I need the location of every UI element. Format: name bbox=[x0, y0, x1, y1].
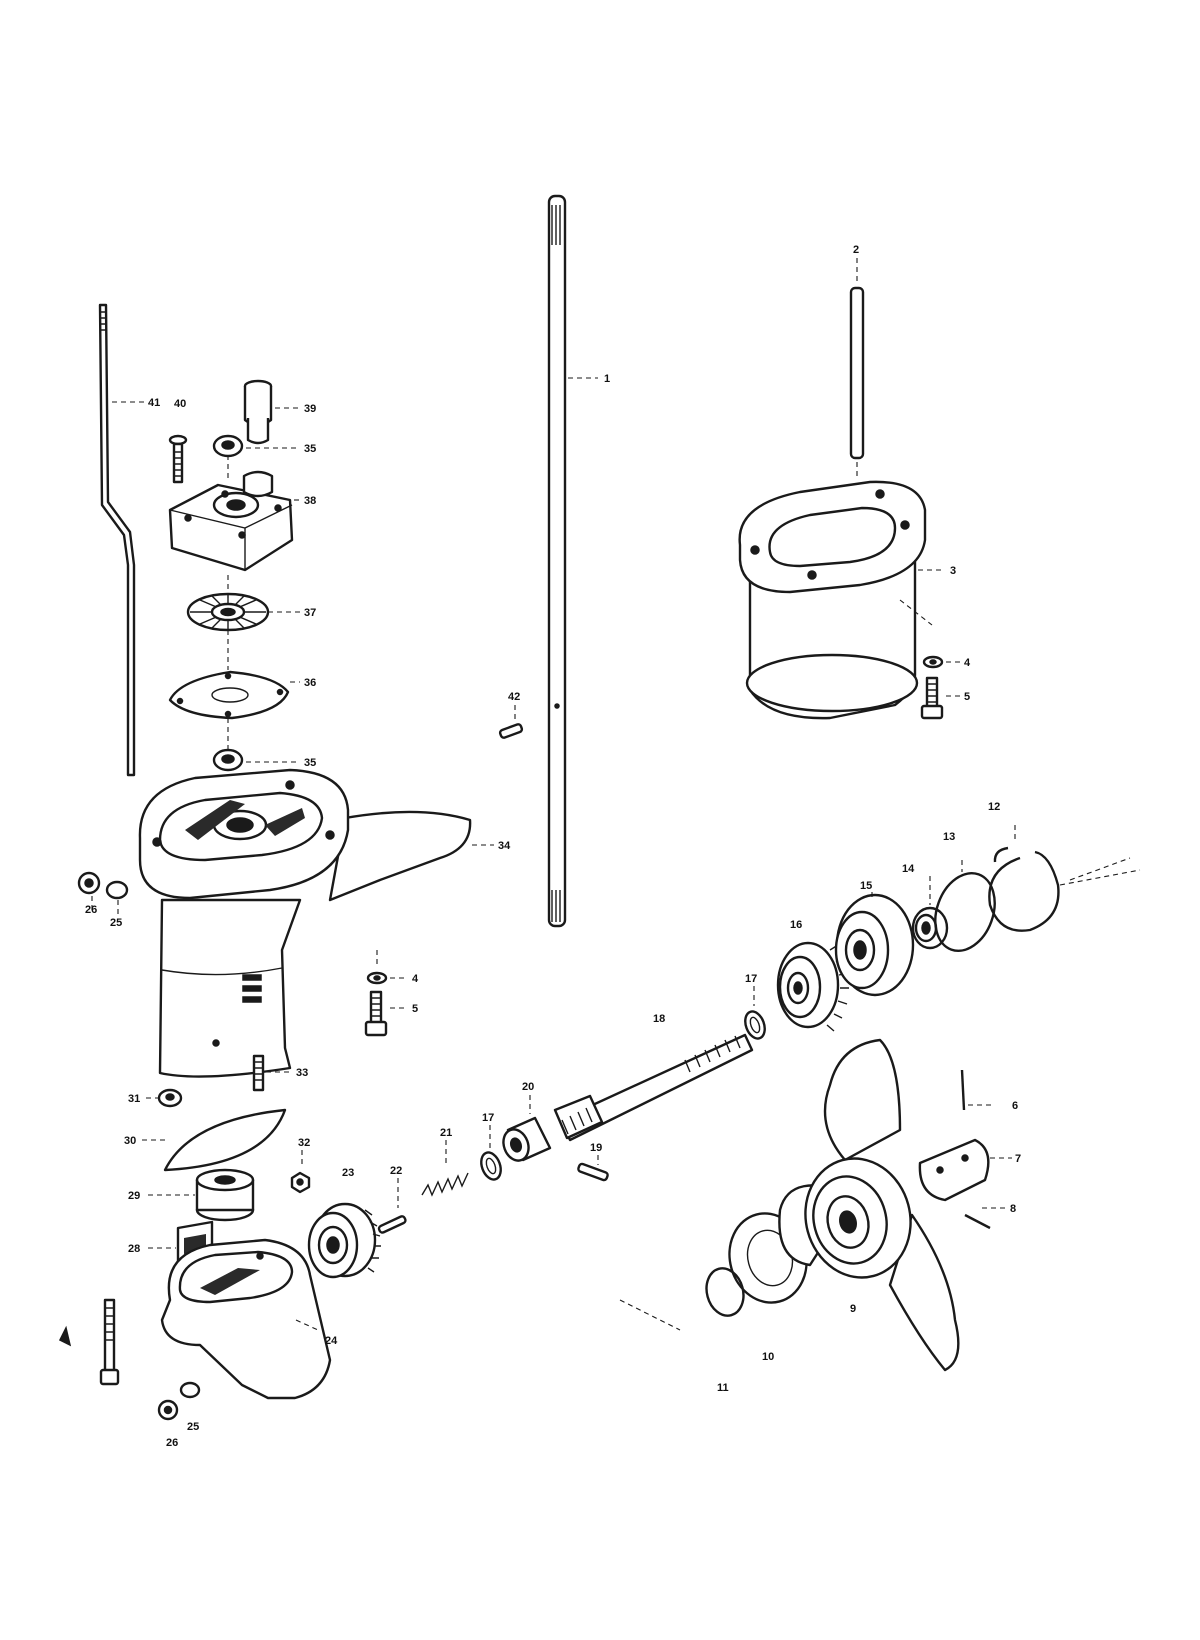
callout-labels: 1 2 3 4 5 4 5 6 7 8 9 10 11 12 13 14 15 … bbox=[85, 244, 1021, 1449]
label-30: 30 bbox=[124, 1135, 136, 1147]
seal-upper bbox=[212, 434, 300, 458]
seal-31 bbox=[146, 1088, 183, 1108]
nut-32 bbox=[290, 1150, 311, 1194]
label-21: 21 bbox=[440, 1127, 452, 1139]
label-17-upper: 17 bbox=[745, 973, 757, 985]
label-14: 14 bbox=[902, 863, 915, 875]
alignment-lines bbox=[227, 455, 1131, 1331]
label-25-lower: 25 bbox=[187, 1421, 199, 1433]
cotter-pin bbox=[960, 1069, 995, 1111]
impeller bbox=[186, 592, 300, 632]
drain-plug-lower bbox=[157, 1381, 201, 1421]
seal-lower bbox=[212, 748, 300, 772]
cover-tube bbox=[243, 379, 300, 445]
label-40: 40 bbox=[174, 398, 186, 410]
cone-nut bbox=[918, 1138, 1012, 1202]
label-13: 13 bbox=[943, 831, 955, 843]
label-17-lower: 17 bbox=[482, 1112, 494, 1124]
label-25-upper: 25 bbox=[110, 917, 122, 929]
stud-33 bbox=[252, 1054, 292, 1092]
label-8: 8 bbox=[1010, 1203, 1016, 1215]
label-41: 41 bbox=[148, 397, 160, 409]
label-18: 18 bbox=[653, 1013, 665, 1025]
bearing-housing bbox=[148, 1168, 255, 1222]
label-15: 15 bbox=[860, 880, 872, 892]
label-26-upper: 26 bbox=[85, 904, 97, 916]
label-35-upper: 35 bbox=[304, 443, 316, 455]
propeller bbox=[778, 1038, 960, 1372]
label-7: 7 bbox=[1015, 1153, 1021, 1165]
bearing-14 bbox=[911, 876, 949, 950]
gearcase-lower-housing bbox=[160, 1238, 332, 1400]
upper-rod bbox=[849, 258, 865, 480]
label-4-left: 4 bbox=[412, 973, 419, 985]
label-34: 34 bbox=[498, 840, 511, 852]
label-2: 2 bbox=[853, 244, 859, 256]
label-3: 3 bbox=[950, 565, 956, 577]
label-42: 42 bbox=[508, 691, 520, 703]
washer-17-lower bbox=[480, 1125, 502, 1181]
forward-gear bbox=[776, 941, 849, 1032]
label-38: 38 bbox=[304, 495, 316, 507]
washer-17-upper bbox=[744, 986, 766, 1040]
gearcase-upper-housing bbox=[138, 768, 494, 1078]
label-12: 12 bbox=[988, 801, 1000, 813]
label-29: 29 bbox=[128, 1190, 140, 1202]
washer-bolt-right bbox=[920, 655, 960, 720]
label-23: 23 bbox=[342, 1167, 354, 1179]
label-24: 24 bbox=[325, 1335, 338, 1347]
label-5-right: 5 bbox=[964, 691, 970, 703]
label-9: 9 bbox=[850, 1303, 856, 1315]
label-19: 19 bbox=[590, 1142, 602, 1154]
drive-shaft bbox=[547, 194, 598, 928]
label-11: 11 bbox=[717, 1382, 729, 1394]
label-1: 1 bbox=[604, 373, 610, 385]
label-16: 16 bbox=[790, 919, 802, 931]
label-26-lower: 26 bbox=[166, 1437, 178, 1449]
label-33: 33 bbox=[296, 1067, 308, 1079]
pin-19 bbox=[577, 1155, 609, 1182]
label-36: 36 bbox=[304, 677, 316, 689]
pump-housing bbox=[168, 470, 300, 572]
label-28: 28 bbox=[128, 1243, 140, 1255]
gasket-30 bbox=[142, 1108, 287, 1172]
label-5-left: 5 bbox=[412, 1003, 418, 1015]
spring-21 bbox=[421, 1140, 469, 1197]
o-ring-13 bbox=[934, 860, 996, 952]
label-37: 37 bbox=[304, 607, 316, 619]
pin-8 bbox=[964, 1207, 1008, 1230]
long-bolt bbox=[58, 1298, 120, 1386]
drain-plug-upper bbox=[77, 871, 129, 914]
label-35-lower: 35 bbox=[304, 757, 316, 769]
propeller-shaft bbox=[553, 1033, 754, 1142]
label-32: 32 bbox=[298, 1137, 310, 1149]
retaining-ring bbox=[988, 825, 1141, 932]
shift-rod bbox=[98, 303, 144, 777]
label-31: 31 bbox=[128, 1093, 140, 1105]
clutch-dog bbox=[502, 1095, 552, 1162]
bearing-carrier bbox=[834, 892, 915, 997]
wear-plate bbox=[168, 670, 300, 720]
exhaust-housing bbox=[738, 480, 945, 720]
label-22: 22 bbox=[390, 1165, 402, 1177]
pin-42 bbox=[498, 705, 524, 739]
label-20: 20 bbox=[522, 1081, 534, 1093]
label-10: 10 bbox=[762, 1351, 774, 1363]
label-6: 6 bbox=[1012, 1100, 1018, 1112]
screw-40 bbox=[168, 434, 188, 484]
label-39: 39 bbox=[304, 403, 316, 415]
reverse-gear bbox=[307, 1202, 381, 1279]
washer-bolt-left bbox=[364, 950, 408, 1037]
pin-22 bbox=[377, 1178, 407, 1234]
label-4-right: 4 bbox=[964, 657, 971, 669]
